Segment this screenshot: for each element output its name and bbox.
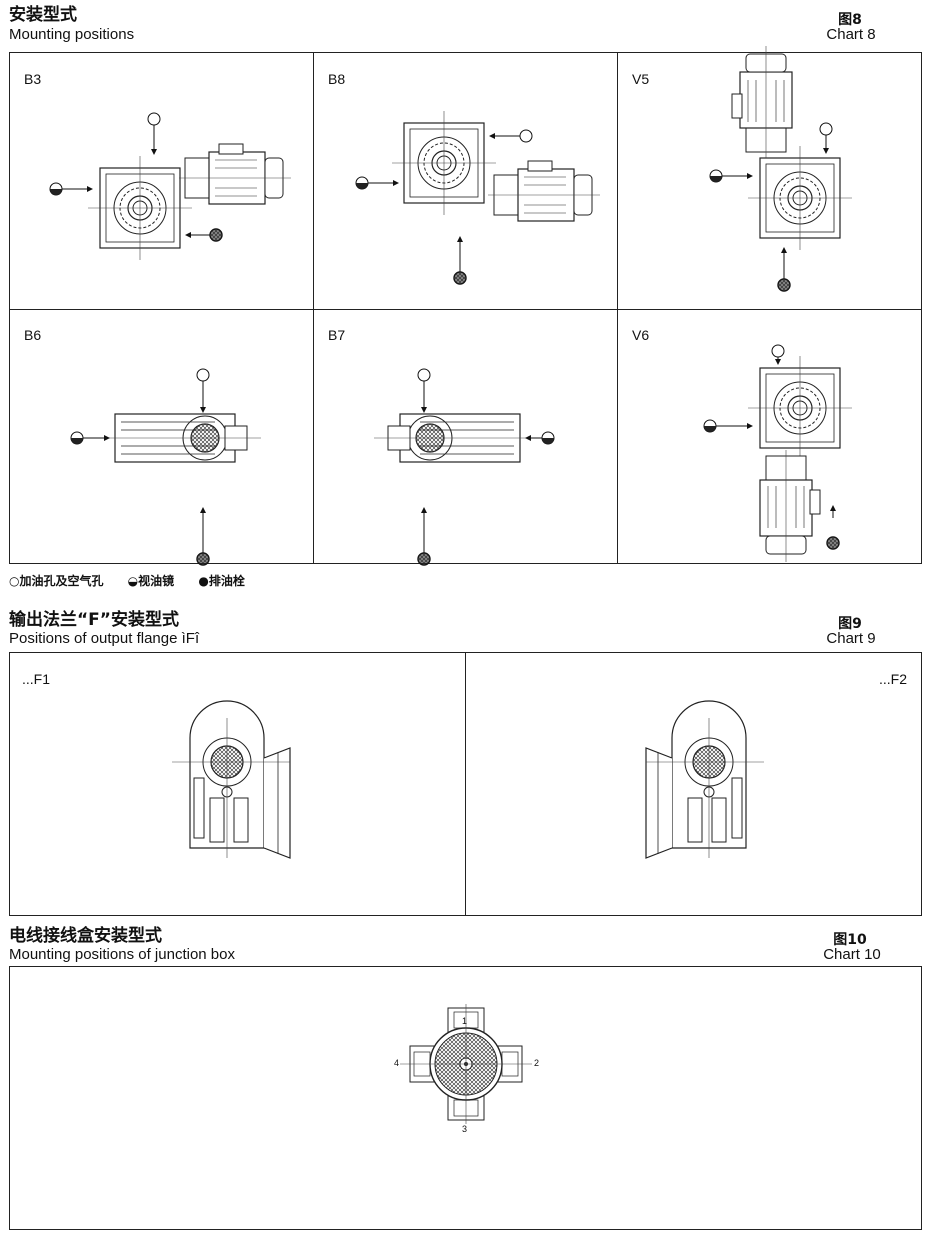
cell-label-f1: ...F1 (22, 671, 51, 687)
flange-diagrams (171, 700, 765, 859)
grid-divider (10, 309, 921, 310)
section2-title-en: Positions of output flange ìFî (9, 630, 200, 647)
section3-title-en: Mounting positions of junction box (9, 946, 235, 963)
cell-label-v6: V6 (632, 327, 650, 343)
grid-divider (465, 653, 466, 915)
chart10-label-cn: 图10 (833, 932, 867, 948)
chart9-label-en: Chart 9 (826, 630, 876, 647)
junction-position-1: 1 (462, 1016, 468, 1026)
legend-sight-glass: ◒视油镜 (127, 574, 175, 588)
cell-label-b7: B7 (328, 327, 346, 343)
section1-title-cn: 安装型式 (9, 5, 77, 25)
mounting-positions-grid: B3 B8 V5 B6 B7 V6 (9, 45, 922, 566)
chart10-label-en: Chart 10 (823, 946, 881, 963)
section3-title-cn: 电线接线盒安装型式 (9, 926, 162, 946)
cell-label-b8: B8 (328, 71, 346, 87)
junction-box-diagram (400, 1004, 532, 1124)
cell-label-b6: B6 (24, 327, 42, 343)
grid-divider (617, 53, 618, 563)
grid-divider (313, 53, 314, 563)
section1-title-en: Mounting positions (9, 26, 135, 43)
cell-label-f2: ...F2 (878, 671, 907, 687)
legend-drain-plug: ●排油栓 (198, 574, 245, 588)
cell-label-b3: B3 (24, 71, 42, 87)
legend: ○加油孔及空气孔 ◒视油镜 ●排油栓 (9, 572, 245, 589)
chart8-label-en: Chart 8 (826, 26, 876, 43)
mounting-diagrams (49, 45, 853, 566)
chart9-label-cn: 图9 (838, 616, 862, 632)
chart8-label-cn: 图8 (838, 12, 862, 28)
junction-position-4: 4 (394, 1058, 400, 1068)
legend-fill-vent: ○加油孔及空气孔 (9, 574, 104, 588)
output-flange-panel: ...F1 ...F2 (9, 652, 922, 916)
junction-position-2: 2 (534, 1058, 540, 1068)
section2-title-cn: 输出法兰“F”安装型式 (9, 610, 179, 630)
cell-label-v5: V5 (632, 71, 650, 87)
junction-position-3: 3 (462, 1124, 468, 1134)
junction-box-panel: 1 2 3 4 (9, 966, 922, 1230)
